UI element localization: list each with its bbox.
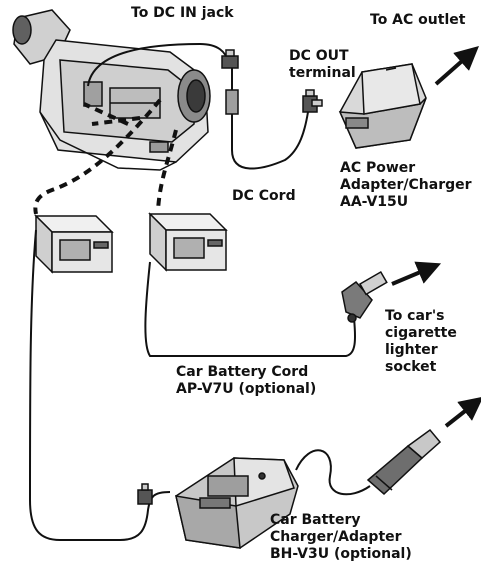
charger-cord-line xyxy=(28,229,171,541)
car-socket-arrow-lower xyxy=(444,396,481,428)
battery-pack-left xyxy=(34,214,114,274)
label-dc-in-jack: To DC IN jack xyxy=(131,5,234,21)
camcorder-illustration xyxy=(12,9,211,171)
battery-pack-right xyxy=(148,212,228,272)
charger-plug-small xyxy=(137,483,153,505)
dc-cord-ferrite xyxy=(225,89,239,115)
dc-in-plug xyxy=(221,49,239,69)
ac-outlet-arrow xyxy=(434,46,479,86)
cigarette-plug-upper xyxy=(341,270,388,323)
label-ac-outlet: To AC outlet xyxy=(370,12,466,28)
car-battery-cord-line xyxy=(144,261,356,357)
ac-adapter-illustration xyxy=(338,63,427,149)
label-dc-cord: DC Cord xyxy=(232,188,296,204)
car-socket-arrow xyxy=(391,261,442,286)
cigarette-plug-lower xyxy=(366,428,442,496)
dc-cord-line xyxy=(87,42,309,170)
car-battery-charger-illustration xyxy=(175,457,299,549)
dc-out-plug xyxy=(302,89,323,113)
battery-insertion-paths xyxy=(33,98,178,215)
charger-to-car-cord xyxy=(295,449,371,496)
